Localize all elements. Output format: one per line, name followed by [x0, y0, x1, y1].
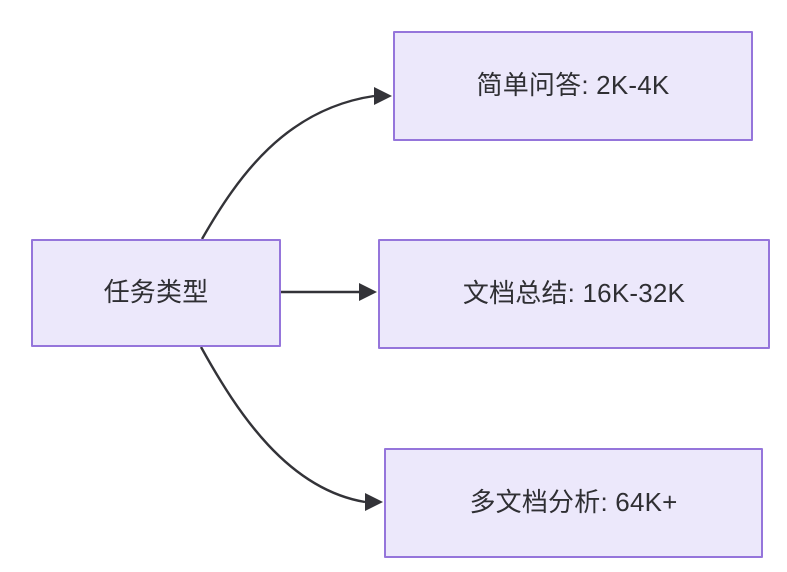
arrowhead-doc-summary: [359, 283, 377, 301]
node-simple-qa[interactable]: 简单问答: 2K-4K: [393, 31, 753, 141]
edge-root-to-multi-doc: [199, 346, 383, 511]
arrowhead-multi-doc: [365, 493, 383, 511]
edge-root-to-doc-summary: [281, 283, 377, 301]
node-multi-doc[interactable]: 多文档分析: 64K+: [384, 448, 763, 558]
node-label-doc-summary: 文档总结: 16K-32K: [462, 278, 686, 309]
edge-root-to-simple-qa: [200, 87, 392, 240]
node-label-task-type: 任务类型: [103, 277, 209, 308]
node-doc-summary[interactable]: 文档总结: 16K-32K: [378, 239, 770, 349]
edge-path-simple-qa: [200, 94, 375, 240]
node-task-type[interactable]: 任务类型: [31, 239, 281, 347]
node-label-multi-doc: 多文档分析: 64K+: [469, 487, 678, 518]
arrowhead-simple-qa: [374, 87, 392, 105]
node-label-simple-qa: 简单问答: 2K-4K: [476, 70, 670, 101]
edge-path-multi-doc: [199, 346, 366, 504]
